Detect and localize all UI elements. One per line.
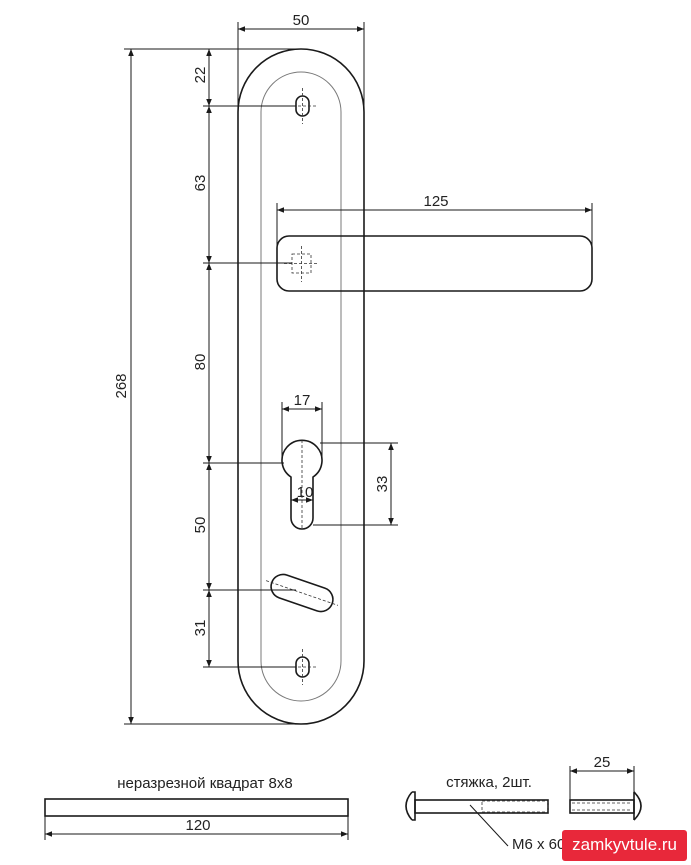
- lever-handle: [276, 235, 593, 292]
- bolt-spec-leader: [469, 804, 509, 847]
- back-plate-outline: [237, 48, 365, 725]
- dim-plate-width-label: 50: [293, 12, 310, 29]
- dim-spindle-cylinder-label: 80: [192, 354, 209, 371]
- dim-hole-spindle-label: 63: [192, 175, 209, 192]
- dim-bolt-label: 25: [594, 754, 611, 771]
- site-watermark: zamkyvtule.ru: [562, 830, 687, 861]
- dim-total-label: 268: [113, 373, 130, 398]
- bolt-spec-label: М6 х 60: [512, 836, 565, 853]
- cylinder-cutout: [281, 439, 323, 530]
- bolt-female: [569, 791, 642, 821]
- top-hole-centerline: [288, 88, 317, 124]
- dim-cylinder-turn-label: 50: [192, 517, 209, 534]
- thumb-turn: [265, 573, 339, 613]
- bolts-caption: стяжка, 2шт.: [446, 774, 532, 791]
- spindle-centerline: [284, 246, 319, 282]
- dim-total-ext: [124, 48, 300, 725]
- dim-cylinder-height-ext: [313, 442, 398, 526]
- dim-cylinder-height-label: 33: [374, 476, 391, 493]
- dim-lever-label: 125: [423, 193, 448, 210]
- dim-turn-hole-label: 31: [192, 620, 209, 637]
- bottom-hole-centerline: [288, 649, 317, 685]
- dim-cylinder-width-ext: [281, 402, 323, 458]
- dim-plate-width-ext: [237, 22, 365, 112]
- dim-spindle-label: 120: [185, 817, 210, 834]
- dim-cylinder-width-label: 17: [294, 392, 311, 409]
- dim-chain-ext: [203, 105, 296, 668]
- dim-cylinder-slot-label: 10: [297, 484, 314, 501]
- spindle-caption: неразрезной квадрат 8х8: [117, 775, 292, 792]
- dim-top-hole-label: 22: [192, 67, 209, 84]
- back-plate-inner-outline: [260, 71, 342, 702]
- bolt-male: [405, 791, 549, 821]
- square-spindle: [44, 798, 349, 817]
